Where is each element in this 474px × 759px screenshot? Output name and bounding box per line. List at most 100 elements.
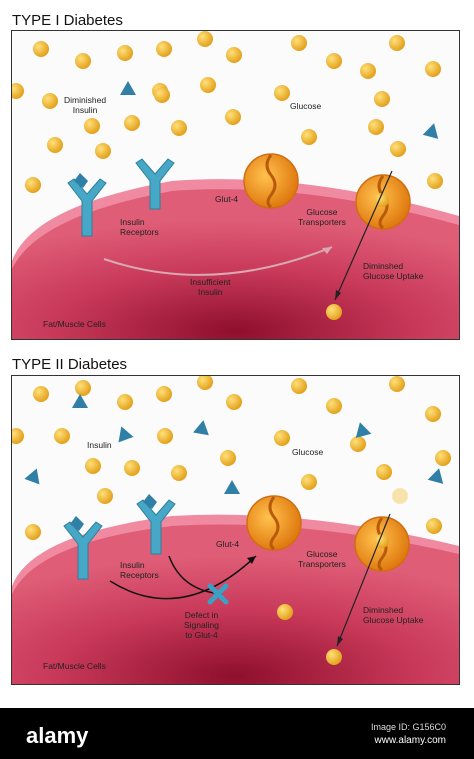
type2-illustration	[12, 376, 459, 684]
image-id: Image ID: G156C0	[370, 722, 446, 732]
glucose-molecule	[171, 465, 187, 481]
glucose-molecule	[124, 460, 140, 476]
glucose-molecule	[156, 41, 172, 57]
label-cells: Fat/Muscle Cells	[43, 661, 106, 671]
insulin-molecules	[24, 394, 444, 494]
glucose-molecule	[291, 35, 307, 51]
glucose-molecule	[154, 87, 170, 103]
insulin-molecule	[427, 468, 444, 484]
glucose-molecule	[301, 474, 317, 490]
glucose-molecule	[157, 428, 173, 444]
glucose-molecule	[350, 436, 366, 452]
glucose-molecule	[75, 380, 91, 396]
type2-diagram: Insulin Glucose Glut-4 Insulin Receptors…	[11, 375, 460, 685]
label-glut4: Glut-4	[215, 194, 239, 204]
glucose-molecule	[360, 63, 376, 79]
glucose-molecule	[274, 85, 290, 101]
glucose-molecule	[84, 118, 100, 134]
glucose-uptake-arrow	[336, 513, 391, 647]
glucose-molecule	[12, 428, 24, 444]
glucose-molecule	[425, 61, 441, 77]
glucose-molecule	[197, 31, 213, 47]
glucose-molecule	[326, 398, 342, 414]
glucose-molecule	[54, 428, 70, 444]
glut4-transporter	[246, 495, 302, 551]
insulin-molecule	[355, 422, 372, 438]
insulin-receptor	[135, 158, 175, 210]
label-glut4: Glut-4	[216, 539, 240, 549]
glucose-molecule	[226, 394, 242, 410]
type1-diagram: Diminished Insulin Glucose Glut-4 Insuli…	[11, 30, 460, 340]
insulin-molecule	[118, 426, 134, 443]
glucose-molecule	[326, 53, 342, 69]
insulin-molecule	[24, 468, 40, 485]
glucose-molecule	[171, 120, 187, 136]
glucose-transporter	[354, 516, 410, 572]
glucose-molecule	[75, 53, 91, 69]
type1-illustration	[12, 31, 459, 339]
glucose-molecule	[435, 450, 451, 466]
glucose-molecule	[425, 406, 441, 422]
glucose-molecule	[291, 378, 307, 394]
label-diminished-uptake: Diminshed Glucose Uptake	[363, 261, 424, 281]
glucose-molecule	[156, 386, 172, 402]
label-insulin-receptors: Insulin Receptors	[120, 560, 159, 580]
insulin-molecules	[120, 81, 439, 139]
cell-membrane	[12, 514, 459, 684]
insulin-molecule	[120, 81, 136, 95]
label-insulin: Insulin	[87, 440, 112, 450]
glucose-molecule	[301, 129, 317, 145]
label-glucose-transporters: Glucose Transporters	[298, 207, 346, 227]
insulin-molecule	[72, 394, 88, 408]
glucose-molecule	[200, 77, 216, 93]
label-glucose: Glucose	[292, 447, 324, 457]
insulin-molecule	[224, 480, 240, 494]
glucose-molecule	[390, 141, 406, 157]
label-diminished-insulin: Diminished Insulin	[64, 95, 107, 115]
glucose-molecules	[12, 376, 451, 540]
glucose-molecule	[368, 119, 384, 135]
glucose-molecule	[197, 376, 213, 390]
glucose-molecule	[124, 115, 140, 131]
insulin-receptor	[136, 494, 176, 555]
glucose-molecule	[427, 173, 443, 189]
glucose-molecule	[117, 394, 133, 410]
glucose-transporter	[355, 174, 411, 230]
glucose-molecule	[97, 488, 113, 504]
brand-url: www.alamy.com	[374, 735, 447, 746]
glucose-uptake-arrow	[334, 170, 393, 301]
label-defect: Defect in Signaling to Glut-4	[184, 610, 219, 640]
signaling-arrow	[109, 555, 257, 600]
glucose-molecule	[274, 430, 290, 446]
panel1-title: TYPE I Diabetes	[12, 12, 123, 29]
label-diminished-uptake: Diminshed Glucose Uptake	[363, 605, 424, 625]
glucose-molecule	[25, 177, 41, 193]
glucose-molecule	[389, 376, 405, 392]
insulin-molecule	[422, 123, 439, 139]
cell-membrane	[12, 179, 459, 339]
brand-logo: alamy	[26, 723, 89, 748]
glucose-molecule	[25, 524, 41, 540]
glut4-transporter	[243, 153, 299, 209]
defect-x-icon	[207, 583, 229, 605]
glucose-molecule	[117, 45, 133, 61]
insulin-molecule	[193, 420, 209, 436]
insulin-receptor	[63, 516, 103, 580]
label-insulin-receptors: Insulin Receptors	[120, 217, 159, 237]
label-cells: Fat/Muscle Cells	[43, 319, 106, 329]
glucose-molecule	[226, 47, 242, 63]
label-glucose: Glucose	[290, 101, 322, 111]
glucose-molecules	[12, 31, 443, 193]
watermark-footer: alamy Image ID: G156C0 www.alamy.com	[0, 708, 474, 759]
label-glucose-transporters: Glucose Transporters	[298, 549, 346, 569]
glucose-molecule	[33, 386, 49, 402]
glucose-molecule	[47, 137, 63, 153]
glucose-molecule	[376, 464, 392, 480]
glucose-molecule	[220, 450, 236, 466]
glucose-molecule	[389, 35, 405, 51]
insulin-receptor	[67, 173, 107, 237]
insufficient-insulin-arrow	[103, 246, 333, 276]
glucose-molecule	[33, 41, 49, 57]
glucose-molecule	[374, 91, 390, 107]
glucose-molecule	[225, 109, 241, 125]
